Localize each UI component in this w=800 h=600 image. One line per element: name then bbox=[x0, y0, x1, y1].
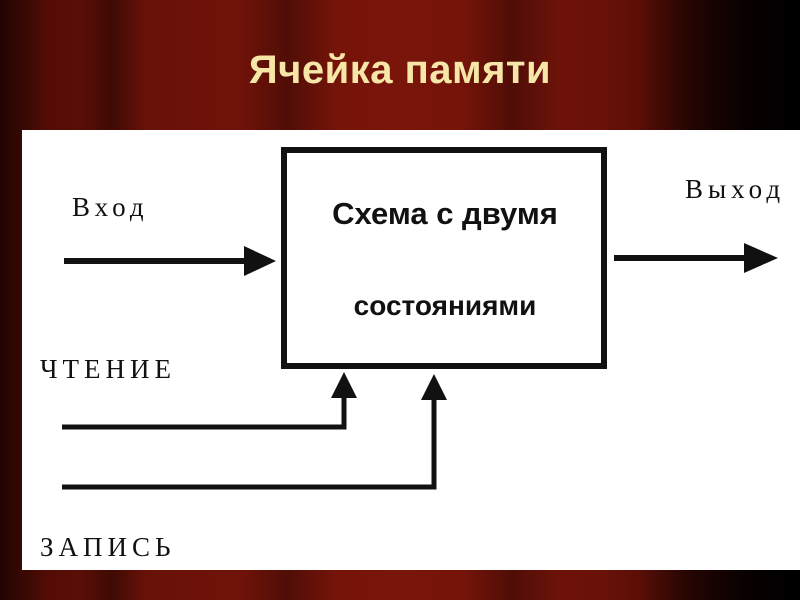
read-signal-line bbox=[62, 392, 347, 430]
two-state-circuit-box bbox=[281, 147, 607, 369]
read-label: ЧТЕНИЕ bbox=[40, 354, 177, 384]
output-label: Выход bbox=[685, 174, 786, 204]
slide-title: Ячейка памяти bbox=[248, 48, 552, 92]
write-signal-line bbox=[62, 394, 437, 490]
write-label: ЗАПИСЬ bbox=[40, 532, 176, 562]
memory-cell-diagram bbox=[62, 147, 778, 490]
box-text-line2: состояниями bbox=[353, 290, 537, 321]
input-label: Вход bbox=[72, 192, 149, 222]
output-arrow-head bbox=[744, 243, 778, 273]
box-text-line1: Схема с двумя bbox=[332, 196, 558, 231]
input-arrow-head bbox=[244, 246, 276, 276]
write-arrow-head bbox=[421, 374, 447, 400]
read-arrow-head bbox=[331, 372, 357, 398]
diagram-panel: Вход Выход ЧТЕНИЕ ЗАПИСЬ Схема с двумя с… bbox=[22, 130, 800, 570]
